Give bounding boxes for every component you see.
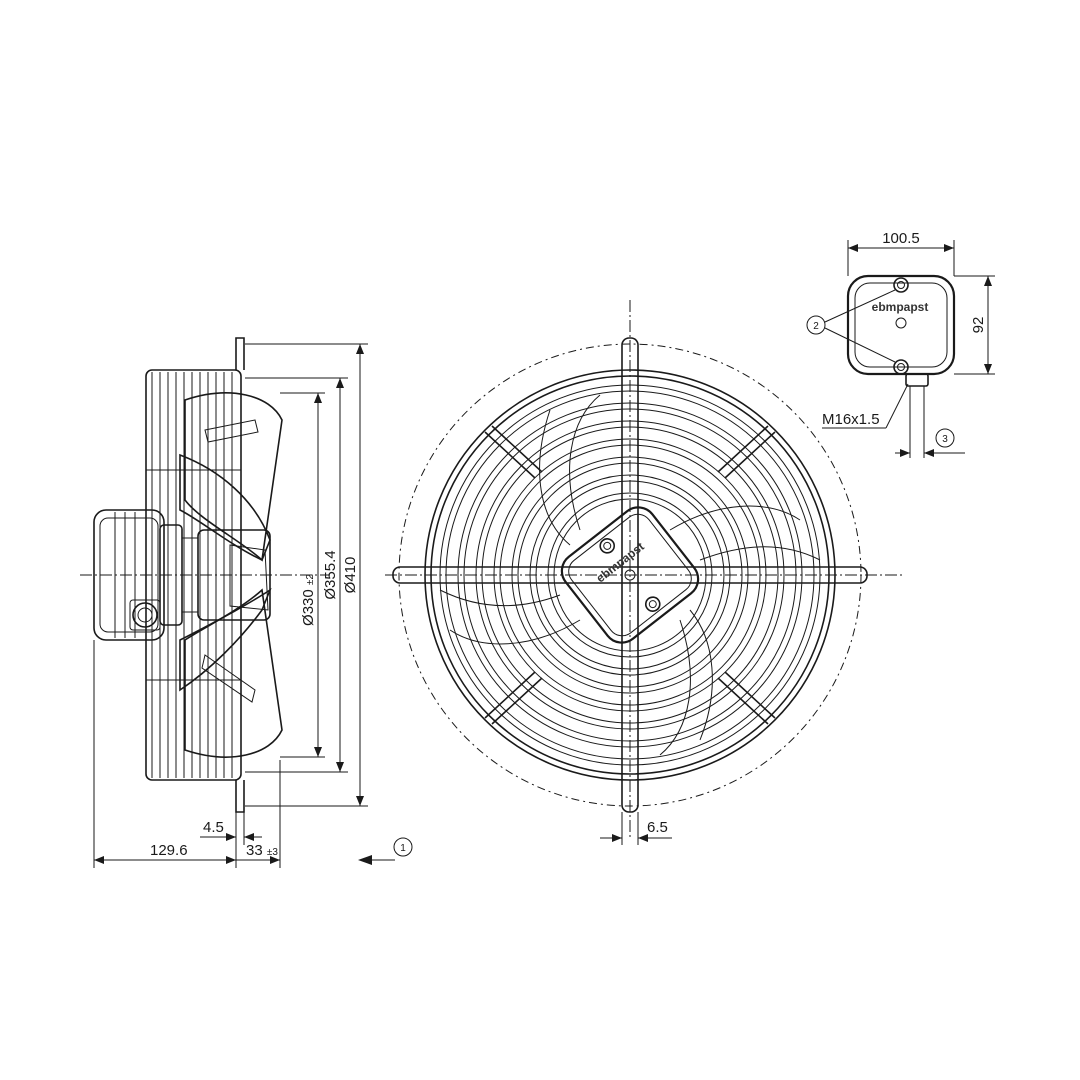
thread-label: M16x1.5 (822, 411, 880, 428)
marker-2: 2 (813, 321, 819, 332)
dim-diameter-355: Ø355.4 (322, 550, 339, 599)
side-view: Ø330 ±2 Ø355.4 Ø410 4.5 129.6 33 ±3 1 (80, 337, 413, 868)
fan-blades-front (439, 394, 821, 756)
guard-side (145, 337, 245, 813)
dim-box-height: 92 (970, 317, 987, 334)
guard-struts (392, 337, 868, 813)
dim-129-6: 129.6 (150, 842, 188, 859)
marker-1: 1 (400, 843, 406, 854)
dim-box-width: 100.5 (882, 230, 920, 247)
dim-4-5: 4.5 (203, 819, 224, 836)
front-brand-label: ebmpapst (594, 539, 647, 585)
front-view: ebmpapst 6.5 (385, 300, 905, 845)
box-brand-label: ebmpapst (872, 300, 929, 314)
terminal-box-detail: ebmpapst 100.5 92 2 3 M16x1. (806, 230, 995, 458)
dim-33: 33 ±3 (246, 842, 278, 859)
fan-blades-side (179, 392, 283, 758)
guard-rings (424, 369, 836, 781)
front-dimensions (600, 812, 672, 845)
dim-6-5: 6.5 (647, 819, 668, 836)
marker-3: 3 (942, 434, 948, 445)
dim-diameter-330: Ø330 ±2 (300, 574, 317, 626)
side-dimensions (93, 343, 413, 868)
dim-diameter-410: Ø410 (342, 557, 359, 594)
